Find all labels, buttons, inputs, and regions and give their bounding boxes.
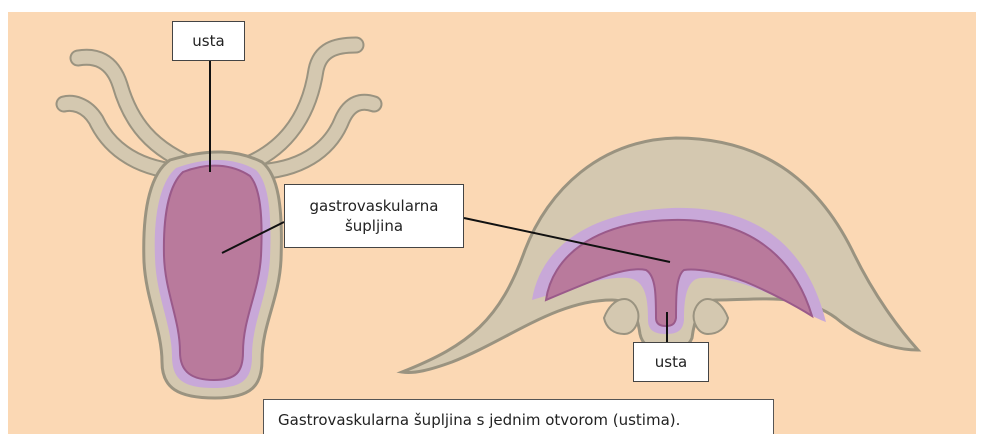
medusa-manubrium-left: [604, 299, 638, 334]
label-mouth-medusa-text: usta: [655, 352, 687, 372]
label-mouth-polyp: usta: [172, 21, 245, 61]
label-mouth-medusa: usta: [633, 342, 709, 382]
label-gastrovascular-cavity: gastrovaskularna šupljina: [284, 184, 464, 248]
medusa-manubrium-right: [694, 299, 728, 334]
label-mouth-polyp-text: usta: [192, 31, 224, 51]
label-cavity-line1: gastrovaskularna: [309, 196, 438, 216]
label-cavity-line2: šupljina: [345, 216, 403, 236]
figure-caption: Gastrovaskularna šupljina s jednim otvor…: [263, 399, 774, 434]
medusa: [402, 138, 918, 373]
